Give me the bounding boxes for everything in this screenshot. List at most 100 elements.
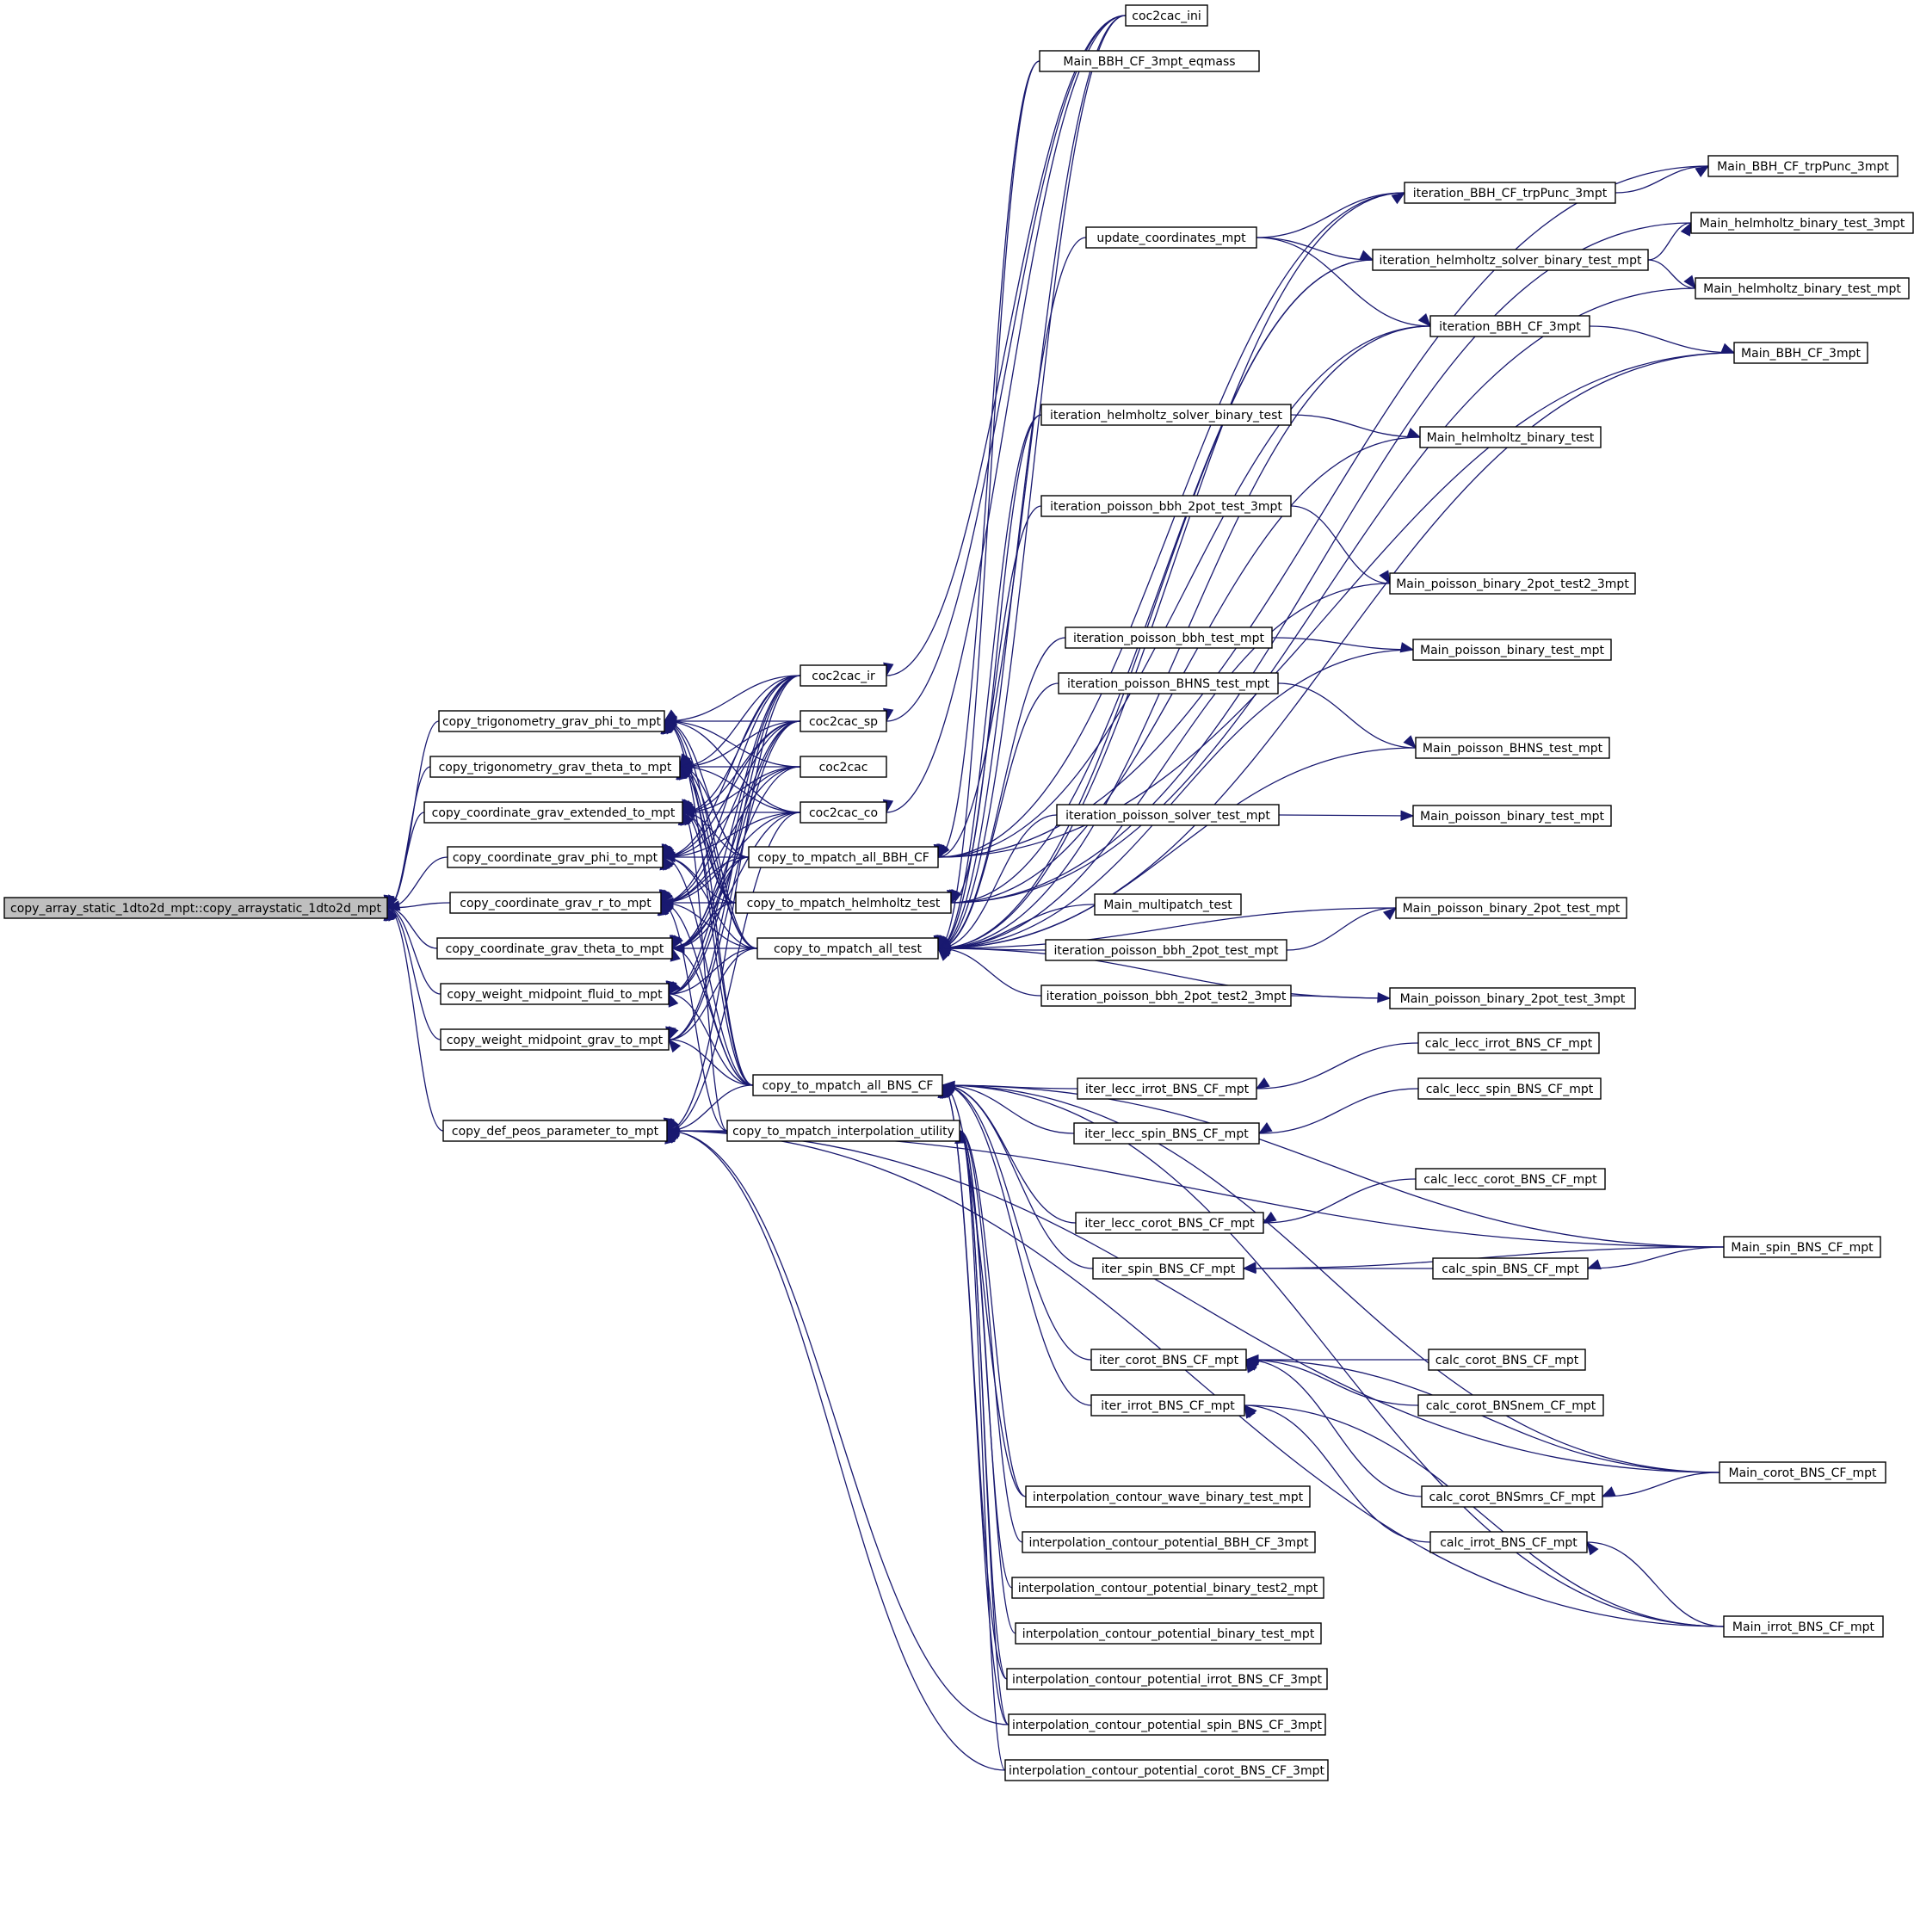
node-ic-irrot[interactable]: interpolation_contour_potential_irrot_BN… bbox=[1006, 1668, 1328, 1690]
call-edge bbox=[937, 649, 1414, 949]
node-main-bbh-eqmass[interactable]: Main_BBH_CF_3mpt_eqmass bbox=[1039, 50, 1260, 72]
node-ic-spin[interactable]: interpolation_contour_potential_spin_BNS… bbox=[1008, 1713, 1326, 1736]
node-main-pb2-3[interactable]: Main_poisson_binary_2pot_test_3mpt bbox=[1389, 987, 1636, 1009]
node-trig-theta[interactable]: copy_trigonometry_grav_theta_to_mpt bbox=[429, 756, 681, 778]
node-main-multipatch[interactable]: Main_multipatch_test bbox=[1094, 893, 1242, 916]
node-box bbox=[1090, 1394, 1245, 1417]
call-edge bbox=[942, 1084, 1092, 1406]
node-coc2cac-sp[interactable]: coc2cac_sp bbox=[800, 710, 887, 732]
node-ic-bt[interactable]: interpolation_contour_potential_binary_t… bbox=[1015, 1622, 1322, 1645]
node-it-pbhns[interactable]: iteration_poisson_BHNS_test_mpt bbox=[1058, 672, 1279, 694]
node-coc2cac-ir[interactable]: coc2cac_ir bbox=[800, 664, 887, 687]
node-main-irrot[interactable]: Main_irrot_BNS_CF_mpt bbox=[1723, 1615, 1884, 1638]
node-calc-corot-nem[interactable]: calc_corot_BNSnem_CF_mpt bbox=[1417, 1394, 1604, 1417]
node-coord-ext[interactable]: copy_coordinate_grav_extended_to_mpt bbox=[423, 801, 683, 824]
node-calc-lecc-spin[interactable]: calc_lecc_spin_BNS_CF_mpt bbox=[1417, 1077, 1602, 1100]
node-ic-bt2[interactable]: interpolation_contour_potential_binary_t… bbox=[1011, 1577, 1324, 1599]
node-iter-lecc-corot[interactable]: iter_lecc_corot_BNS_CF_mpt bbox=[1075, 1212, 1264, 1234]
node-calc-spin[interactable]: calc_spin_BNS_CF_mpt bbox=[1432, 1257, 1589, 1280]
call-edge bbox=[660, 720, 801, 904]
node-mp-bns[interactable]: copy_to_mpatch_all_BNS_CF bbox=[752, 1074, 943, 1096]
node-main-helm[interactable]: Main_helmholtz_binary_test bbox=[1419, 426, 1602, 448]
node-box bbox=[1419, 426, 1602, 448]
node-mp-interp[interactable]: copy_to_mpatch_interpolation_utility bbox=[726, 1120, 960, 1142]
node-wmid-fluid[interactable]: copy_weight_midpoint_fluid_to_mpt bbox=[440, 983, 670, 1005]
node-iter-lecc-spin[interactable]: iter_lecc_spin_BNS_CF_mpt bbox=[1073, 1122, 1260, 1145]
node-it-pbbh2-3[interactable]: iteration_poisson_bbh_2pot_test_3mpt bbox=[1040, 495, 1292, 517]
node-box bbox=[449, 892, 662, 914]
node-main-pb2[interactable]: Main_poisson_binary_2pot_test_mpt bbox=[1395, 897, 1627, 919]
node-it-bbh3[interactable]: iteration_BBH_CF_3mpt bbox=[1429, 315, 1590, 337]
node-ic-corot[interactable]: interpolation_contour_potential_corot_BN… bbox=[1004, 1759, 1329, 1781]
node-box bbox=[1695, 277, 1910, 299]
node-box bbox=[1429, 315, 1590, 337]
node-box bbox=[1723, 1615, 1884, 1638]
node-coc2cac-co[interactable]: coc2cac_co bbox=[800, 801, 887, 824]
node-coc2cac[interactable]: coc2cac bbox=[800, 756, 887, 778]
node-main-helm-mpt[interactable]: Main_helmholtz_binary_test_mpt bbox=[1695, 277, 1910, 299]
node-it-helm-bin-mpt[interactable]: iteration_helmholtz_solver_binary_test_m… bbox=[1372, 249, 1649, 271]
node-mp-bbh[interactable]: copy_to_mpatch_all_BBH_CF bbox=[748, 846, 939, 868]
node-calc-irrot[interactable]: calc_irrot_BNS_CF_mpt bbox=[1429, 1531, 1588, 1553]
node-main-corot[interactable]: Main_corot_BNS_CF_mpt bbox=[1719, 1461, 1886, 1484]
node-label: interpolation_contour_potential_binary_t… bbox=[1022, 1627, 1315, 1641]
call-edge bbox=[937, 947, 1042, 997]
node-mp-helm[interactable]: copy_to_mpatch_helmholtz_test bbox=[735, 892, 952, 914]
node-it-helm-bin[interactable]: iteration_helmholtz_solver_binary_test bbox=[1040, 404, 1292, 426]
node-it-pbbh2[interactable]: iteration_poisson_bbh_2pot_test_mpt bbox=[1045, 939, 1287, 961]
node-box bbox=[1073, 1122, 1260, 1145]
node-main-pbhns[interactable]: Main_poisson_BHNS_test_mpt bbox=[1415, 737, 1610, 759]
arrowhead bbox=[1695, 165, 1710, 178]
call-edge bbox=[666, 812, 801, 1132]
node-coord-r[interactable]: copy_coordinate_grav_r_to_mpt bbox=[449, 892, 662, 914]
node-label: interpolation_contour_potential_spin_BNS… bbox=[1012, 1719, 1322, 1732]
call-edge bbox=[1244, 1404, 1725, 1627]
node-def-peos[interactable]: copy_def_peos_parameter_to_mpt bbox=[442, 1120, 668, 1142]
node-calc-corot-mrs[interactable]: calc_corot_BNSmrs_CF_mpt bbox=[1421, 1485, 1603, 1508]
node-it-psolver[interactable]: iteration_poisson_solver_test_mpt bbox=[1056, 804, 1280, 826]
node-label: copy_weight_midpoint_grav_to_mpt bbox=[447, 1034, 664, 1047]
node-coc2cac-ini[interactable]: coc2cac_ini bbox=[1125, 4, 1208, 27]
call-edge bbox=[959, 1130, 1023, 1543]
node-trig-phi[interactable]: copy_trigonometry_grav_phi_to_mpt bbox=[438, 710, 665, 732]
node-label: copy_to_mpatch_helmholtz_test bbox=[747, 897, 941, 910]
node-main-pbt2[interactable]: Main_poisson_binary_test_mpt bbox=[1412, 805, 1612, 827]
call-edge bbox=[937, 237, 1087, 949]
node-iter-spin[interactable]: iter_spin_BNS_CF_mpt bbox=[1092, 1257, 1244, 1280]
node-iter-corot[interactable]: iter_corot_BNS_CF_mpt bbox=[1090, 1349, 1247, 1371]
node-label: calc_lecc_irrot_BNS_CF_mpt bbox=[1425, 1037, 1593, 1051]
node-box bbox=[1040, 985, 1292, 1007]
node-mp-test[interactable]: copy_to_mpatch_all_test bbox=[756, 937, 939, 960]
node-iter-irrot[interactable]: iter_irrot_BNS_CF_mpt bbox=[1090, 1394, 1245, 1417]
node-box bbox=[1415, 1168, 1606, 1190]
node-label: copy_to_mpatch_interpolation_utility bbox=[732, 1125, 954, 1139]
node-label: interpolation_contour_potential_binary_t… bbox=[1018, 1582, 1318, 1596]
node-box bbox=[1432, 1257, 1589, 1280]
node-coord-phi[interactable]: copy_coordinate_grav_phi_to_mpt bbox=[447, 846, 664, 868]
node-update-coord[interactable]: update_coordinates_mpt bbox=[1085, 226, 1257, 249]
node-main-bbh-trp[interactable]: Main_BBH_CF_trpPunc_3mpt bbox=[1707, 155, 1899, 177]
node-it-pbbh[interactable]: iteration_poisson_bbh_test_mpt bbox=[1065, 627, 1273, 649]
node-label: Main_BBH_CF_trpPunc_3mpt bbox=[1717, 160, 1889, 174]
node-it-pbbh2t2[interactable]: iteration_poisson_bbh_2pot_test2_3mpt bbox=[1040, 985, 1292, 1007]
node-box bbox=[436, 937, 673, 960]
call-edge bbox=[937, 192, 1405, 949]
node-calc-lecc-irrot[interactable]: calc_lecc_irrot_BNS_CF_mpt bbox=[1417, 1032, 1600, 1054]
node-coord-theta[interactable]: copy_coordinate_grav_theta_to_mpt bbox=[436, 937, 673, 960]
node-ic-wave[interactable]: interpolation_contour_wave_binary_test_m… bbox=[1025, 1485, 1311, 1508]
node-calc-lecc-corot[interactable]: calc_lecc_corot_BNS_CF_mpt bbox=[1415, 1168, 1606, 1190]
node-it-bbh-trp[interactable]: iteration_BBH_CF_trpPunc_3mpt bbox=[1404, 182, 1616, 204]
node-calc-corot[interactable]: calc_corot_BNS_CF_mpt bbox=[1428, 1349, 1586, 1371]
node-wmid-grav[interactable]: copy_weight_midpoint_grav_to_mpt bbox=[440, 1028, 670, 1051]
node-root[interactable]: copy_array_static_1dto2d_mpt::copy_array… bbox=[3, 897, 388, 919]
node-main-bbh3[interactable]: Main_BBH_CF_3mpt bbox=[1733, 342, 1868, 364]
node-ic-bbh[interactable]: interpolation_contour_potential_BBH_CF_3… bbox=[1022, 1531, 1316, 1553]
node-main-pbt[interactable]: Main_poisson_binary_test_mpt bbox=[1412, 639, 1612, 661]
node-main-helm-3mpt[interactable]: Main_helmholtz_binary_test_3mpt bbox=[1690, 212, 1914, 234]
node-label: copy_to_mpatch_all_test bbox=[774, 942, 922, 956]
node-main-pb2t2-3[interactable]: Main_poisson_binary_2pot_test2_3mpt bbox=[1389, 572, 1636, 595]
node-iter-lecc-irrot[interactable]: iter_lecc_irrot_BNS_CF_mpt bbox=[1077, 1077, 1257, 1100]
node-main-spin[interactable]: Main_spin_BNS_CF_mpt bbox=[1723, 1236, 1881, 1258]
node-box bbox=[800, 756, 887, 778]
